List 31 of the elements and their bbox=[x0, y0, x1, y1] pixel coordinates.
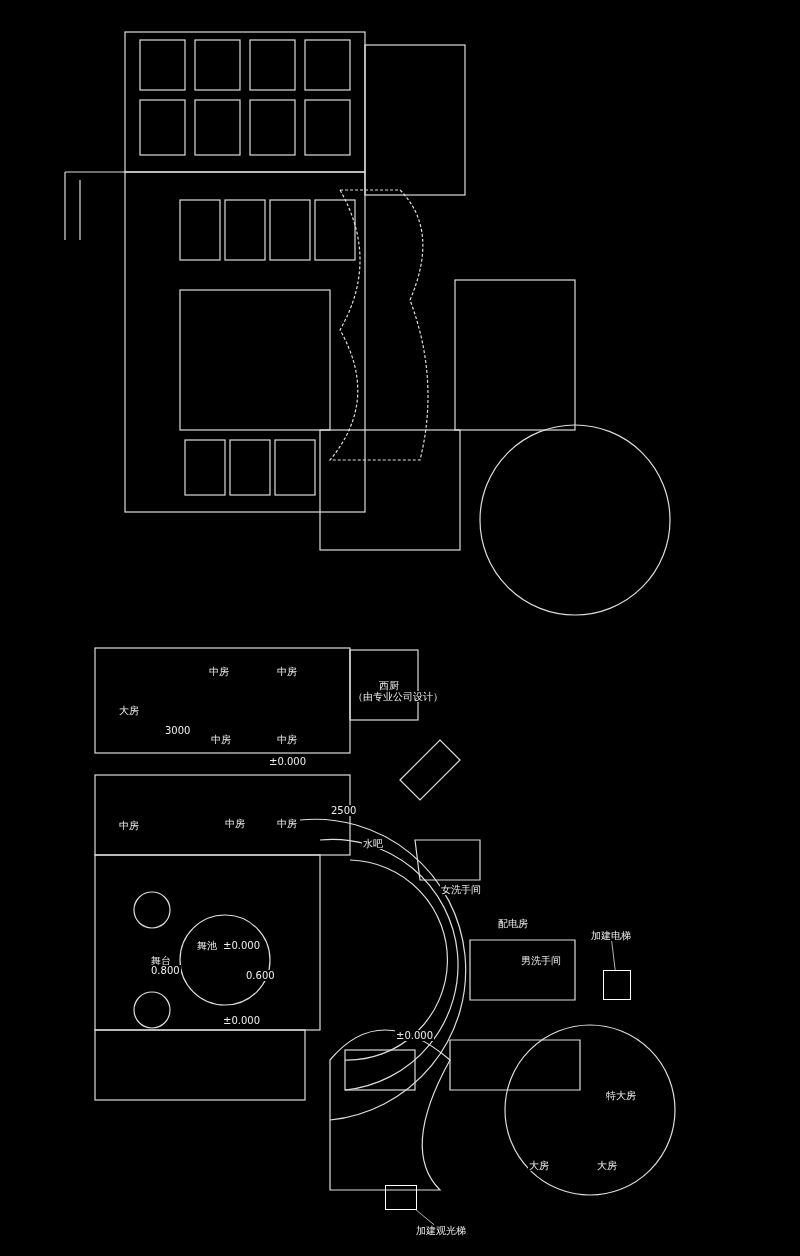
dimension-label: 0.800 bbox=[150, 965, 181, 976]
dimension-label: ±0.000 bbox=[268, 756, 307, 767]
room-label: 中房 bbox=[224, 818, 246, 829]
room-label: 中房 bbox=[208, 666, 230, 677]
room-label: 男洗手间 bbox=[520, 955, 562, 966]
room-label: 中房 bbox=[276, 734, 298, 745]
room-label: 中房 bbox=[276, 818, 298, 829]
dimension-label: ±0.000 bbox=[222, 940, 261, 951]
leader-line bbox=[611, 940, 616, 971]
dimension-label: 2500 bbox=[330, 805, 358, 816]
elevator-shaft bbox=[385, 1185, 417, 1210]
room-label: 配电房 bbox=[497, 918, 529, 929]
callout-label: 加建电梯 bbox=[590, 930, 632, 941]
room-label: 西厨 bbox=[378, 680, 400, 691]
room-label: 舞池 bbox=[196, 940, 218, 951]
room-label: 大房 bbox=[596, 1160, 618, 1171]
room-label: 特大房 bbox=[605, 1090, 637, 1101]
elevator-shaft bbox=[603, 970, 631, 1000]
room-label: 水吧 bbox=[362, 838, 384, 849]
room-label: 女洗手间 bbox=[440, 884, 482, 895]
dimension-label: ±0.000 bbox=[222, 1015, 261, 1026]
dimension-label: 3000 bbox=[164, 725, 192, 736]
dimension-label: 0.600 bbox=[245, 970, 276, 981]
room-label: 中房 bbox=[276, 666, 298, 677]
room-label: 中房 bbox=[118, 820, 140, 831]
callout-label: 加建观光梯 bbox=[415, 1225, 467, 1236]
room-label: 中房 bbox=[210, 734, 232, 745]
room-label: 大房 bbox=[528, 1160, 550, 1171]
leader-line bbox=[415, 1209, 435, 1226]
dimension-label: ±0.000 bbox=[395, 1030, 434, 1041]
room-label: 大房 bbox=[118, 705, 140, 716]
